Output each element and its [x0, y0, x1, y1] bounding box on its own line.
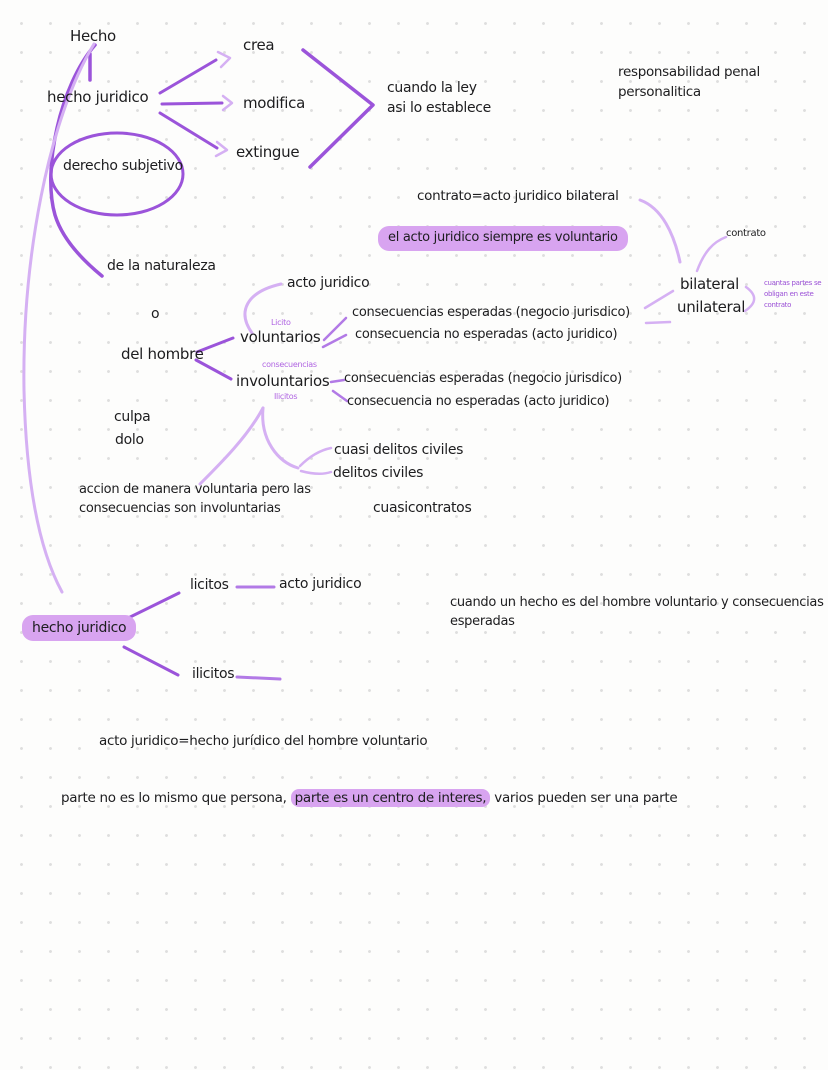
label-derecho-subjetivo: derecho subjetivo: [63, 158, 183, 174]
connector-involuntarios-cons4: [331, 389, 349, 403]
connector-to-delitos-civiles: [299, 469, 333, 476]
label-cuasi-delitos-civiles: cuasi delitos civiles: [334, 442, 464, 458]
parte-prefix-text: parte no es lo mismo que persona,: [61, 790, 291, 806]
chevron-unilateral-note-icon: [743, 285, 756, 313]
connector-voluntarios-cons2: [321, 333, 348, 349]
branch-line-crea: [158, 58, 218, 95]
branch-line-ilicitos: [122, 645, 180, 677]
label-dolo: dolo: [115, 432, 144, 448]
chevron-group-to-cuando-la-ley: [301, 48, 375, 169]
label-consecuencias-esperadas-1: consecuencias esperadas (negocio jurisdi…: [352, 305, 630, 320]
connector-ilicitos-trailing: [235, 675, 282, 681]
branch-line-extingue: [158, 111, 219, 150]
tag-consecuencias: consecuencias: [262, 360, 317, 369]
label-cuando-la-ley: cuando la ley asi lo establece: [387, 80, 491, 117]
label-contrato-equals: contrato=acto juridico bilateral: [417, 188, 619, 204]
label-accion-voluntaria: accion de manera voluntaria pero las con…: [79, 482, 311, 516]
label-consecuencia-no-esperadas-2: consecuencia no esperadas (acto juridico…: [347, 394, 610, 409]
label-involuntarios: involuntarios: [236, 372, 330, 390]
label-unilateral: unilateral: [677, 298, 746, 316]
curve-involuntarios-down: [261, 406, 300, 470]
curve-involuntarios-to-accion: [198, 406, 265, 486]
label-de-la-naturaleza: de la naturaleza: [107, 258, 216, 274]
label-cuando-un-hecho: cuando un hecho es del hombre voluntario…: [450, 595, 824, 629]
highlight-hecho-juridico-bottom: hecho juridico: [22, 615, 137, 642]
tag-licito: Licito: [271, 318, 291, 327]
label-consecuencias-esperadas-2: consecuencias esperadas (negocio jurisdi…: [344, 371, 622, 386]
arrowhead-extingue-icon: [214, 140, 229, 158]
parte-suffix-text: varios pueden ser una parte: [490, 790, 678, 806]
label-cuasicontratos: cuasicontratos: [373, 500, 472, 516]
tag-ilicitos: Ilicitos: [274, 392, 298, 401]
label-licitos-bottom: licitos: [190, 577, 229, 593]
label-culpa: culpa: [114, 409, 151, 425]
label-modifica: modifica: [243, 94, 305, 112]
connector-voluntarios-cons1: [322, 316, 348, 342]
label-consecuencia-no-esperadas-1: consecuencia no esperadas (acto juridico…: [355, 327, 618, 342]
label-acto-juridico-mid: acto juridico: [287, 275, 370, 291]
label-voluntarios: voluntarios: [240, 328, 321, 346]
highlight-parte-centro-interes: parte es un centro de interes,: [290, 789, 491, 807]
label-o: o: [151, 306, 160, 322]
label-extingue: extingue: [236, 143, 300, 161]
arrowhead-modifica-icon: [221, 94, 234, 112]
curve-contrato-equals-to-bilateral: [638, 198, 682, 264]
label-delitos-civiles: delitos civiles: [333, 465, 424, 481]
branch-line-licitos: [122, 591, 181, 622]
connector-cons1-bilateral: [643, 289, 675, 310]
label-acto-equals: acto juridico=hecho jurídico del hombre …: [99, 733, 428, 749]
connector-cons2-unilateral: [644, 320, 672, 325]
highlight-el-acto-juridico: el acto juridico siempre es voluntario: [378, 226, 628, 251]
label-responsabilidad-penal: responsabilidad penal personalitica: [618, 64, 760, 100]
connector-to-cuasi-delitos: [298, 446, 333, 468]
curve-bilateral-to-contrato-label: [695, 235, 728, 273]
label-bilateral: bilateral: [680, 275, 739, 293]
label-hecho: Hecho: [70, 27, 116, 45]
label-parte-sentence: parte no es lo mismo que persona, parte …: [61, 789, 678, 809]
connector-involuntarios-cons3: [329, 378, 346, 384]
label-acto-juridico-bottom: acto juridico: [279, 576, 362, 592]
label-crea: crea: [243, 36, 275, 54]
label-cuantas-partes: cuantas partes se obligan en este contra…: [764, 279, 822, 310]
label-hecho-juridico-top: hecho juridico: [47, 88, 149, 106]
branch-line-modifica: [160, 101, 224, 106]
label-ilicitos-bottom: ilicitos: [192, 666, 235, 682]
label-contrato-small: contrato: [726, 228, 766, 239]
arrowhead-crea-icon: [216, 50, 232, 69]
label-del-hombre: del hombre: [121, 345, 204, 363]
